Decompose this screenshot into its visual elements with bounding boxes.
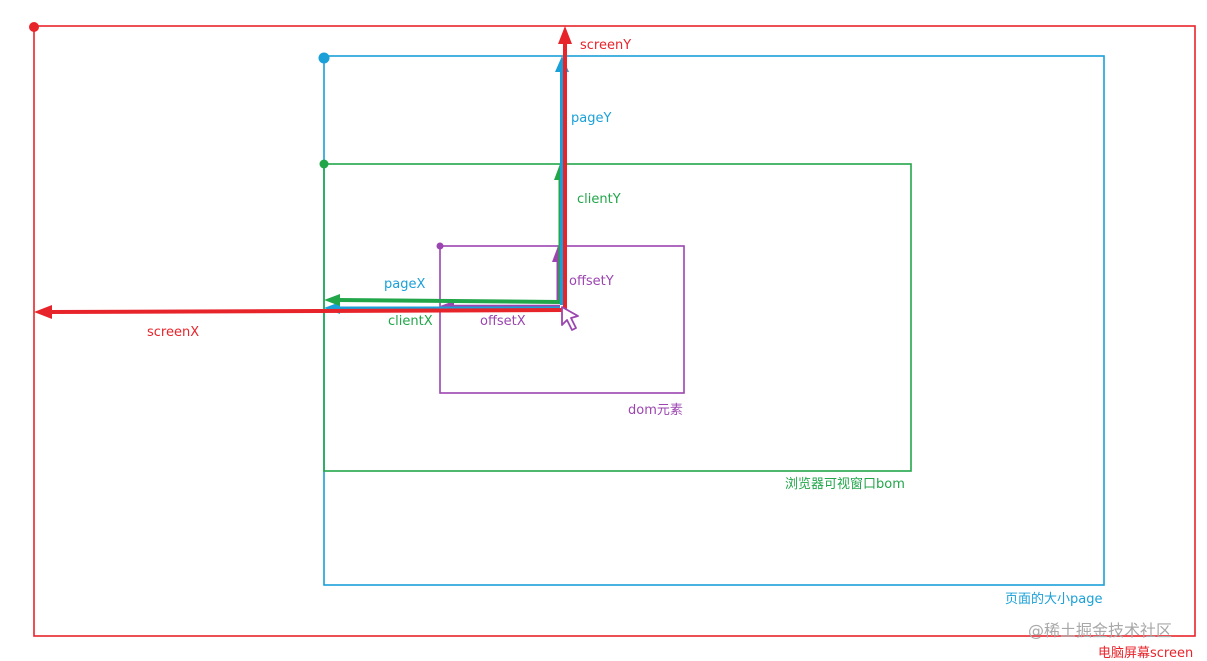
label-screenX: screenX xyxy=(147,325,199,340)
caption-browser-box: 浏览器可视窗口bom xyxy=(785,476,905,492)
clientX-arrow xyxy=(337,298,561,304)
label-offsetX: offsetX xyxy=(480,314,526,329)
label-clientY: clientY xyxy=(577,192,621,207)
screen-box xyxy=(33,25,1196,637)
browser-origin-dot xyxy=(319,159,329,169)
caption-dom-box: dom元素 xyxy=(628,403,683,418)
watermark: @稀土掘金技术社区 xyxy=(1028,621,1172,640)
dom-origin-dot xyxy=(436,242,444,250)
label-offsetY: offsetY xyxy=(569,274,614,289)
screenX-arrowhead xyxy=(34,305,52,319)
screenX-arrow xyxy=(49,308,566,314)
page-box xyxy=(323,55,1105,586)
label-screenY: screenY xyxy=(580,38,631,53)
page-origin-dot xyxy=(318,52,330,64)
mouse-cursor-icon xyxy=(561,306,579,331)
label-clientX: clientX xyxy=(388,314,433,329)
label-pageY: pageY xyxy=(571,111,611,126)
screen-origin-dot xyxy=(29,22,39,32)
clientX-arrowhead xyxy=(324,294,340,306)
caption-screen-box: 电脑屏幕screen xyxy=(1098,646,1193,661)
screenY-arrowhead xyxy=(558,26,572,44)
label-pageX: pageX xyxy=(384,277,425,292)
browser-box xyxy=(323,163,912,472)
caption-page-box: 页面的大小page xyxy=(1005,591,1102,607)
